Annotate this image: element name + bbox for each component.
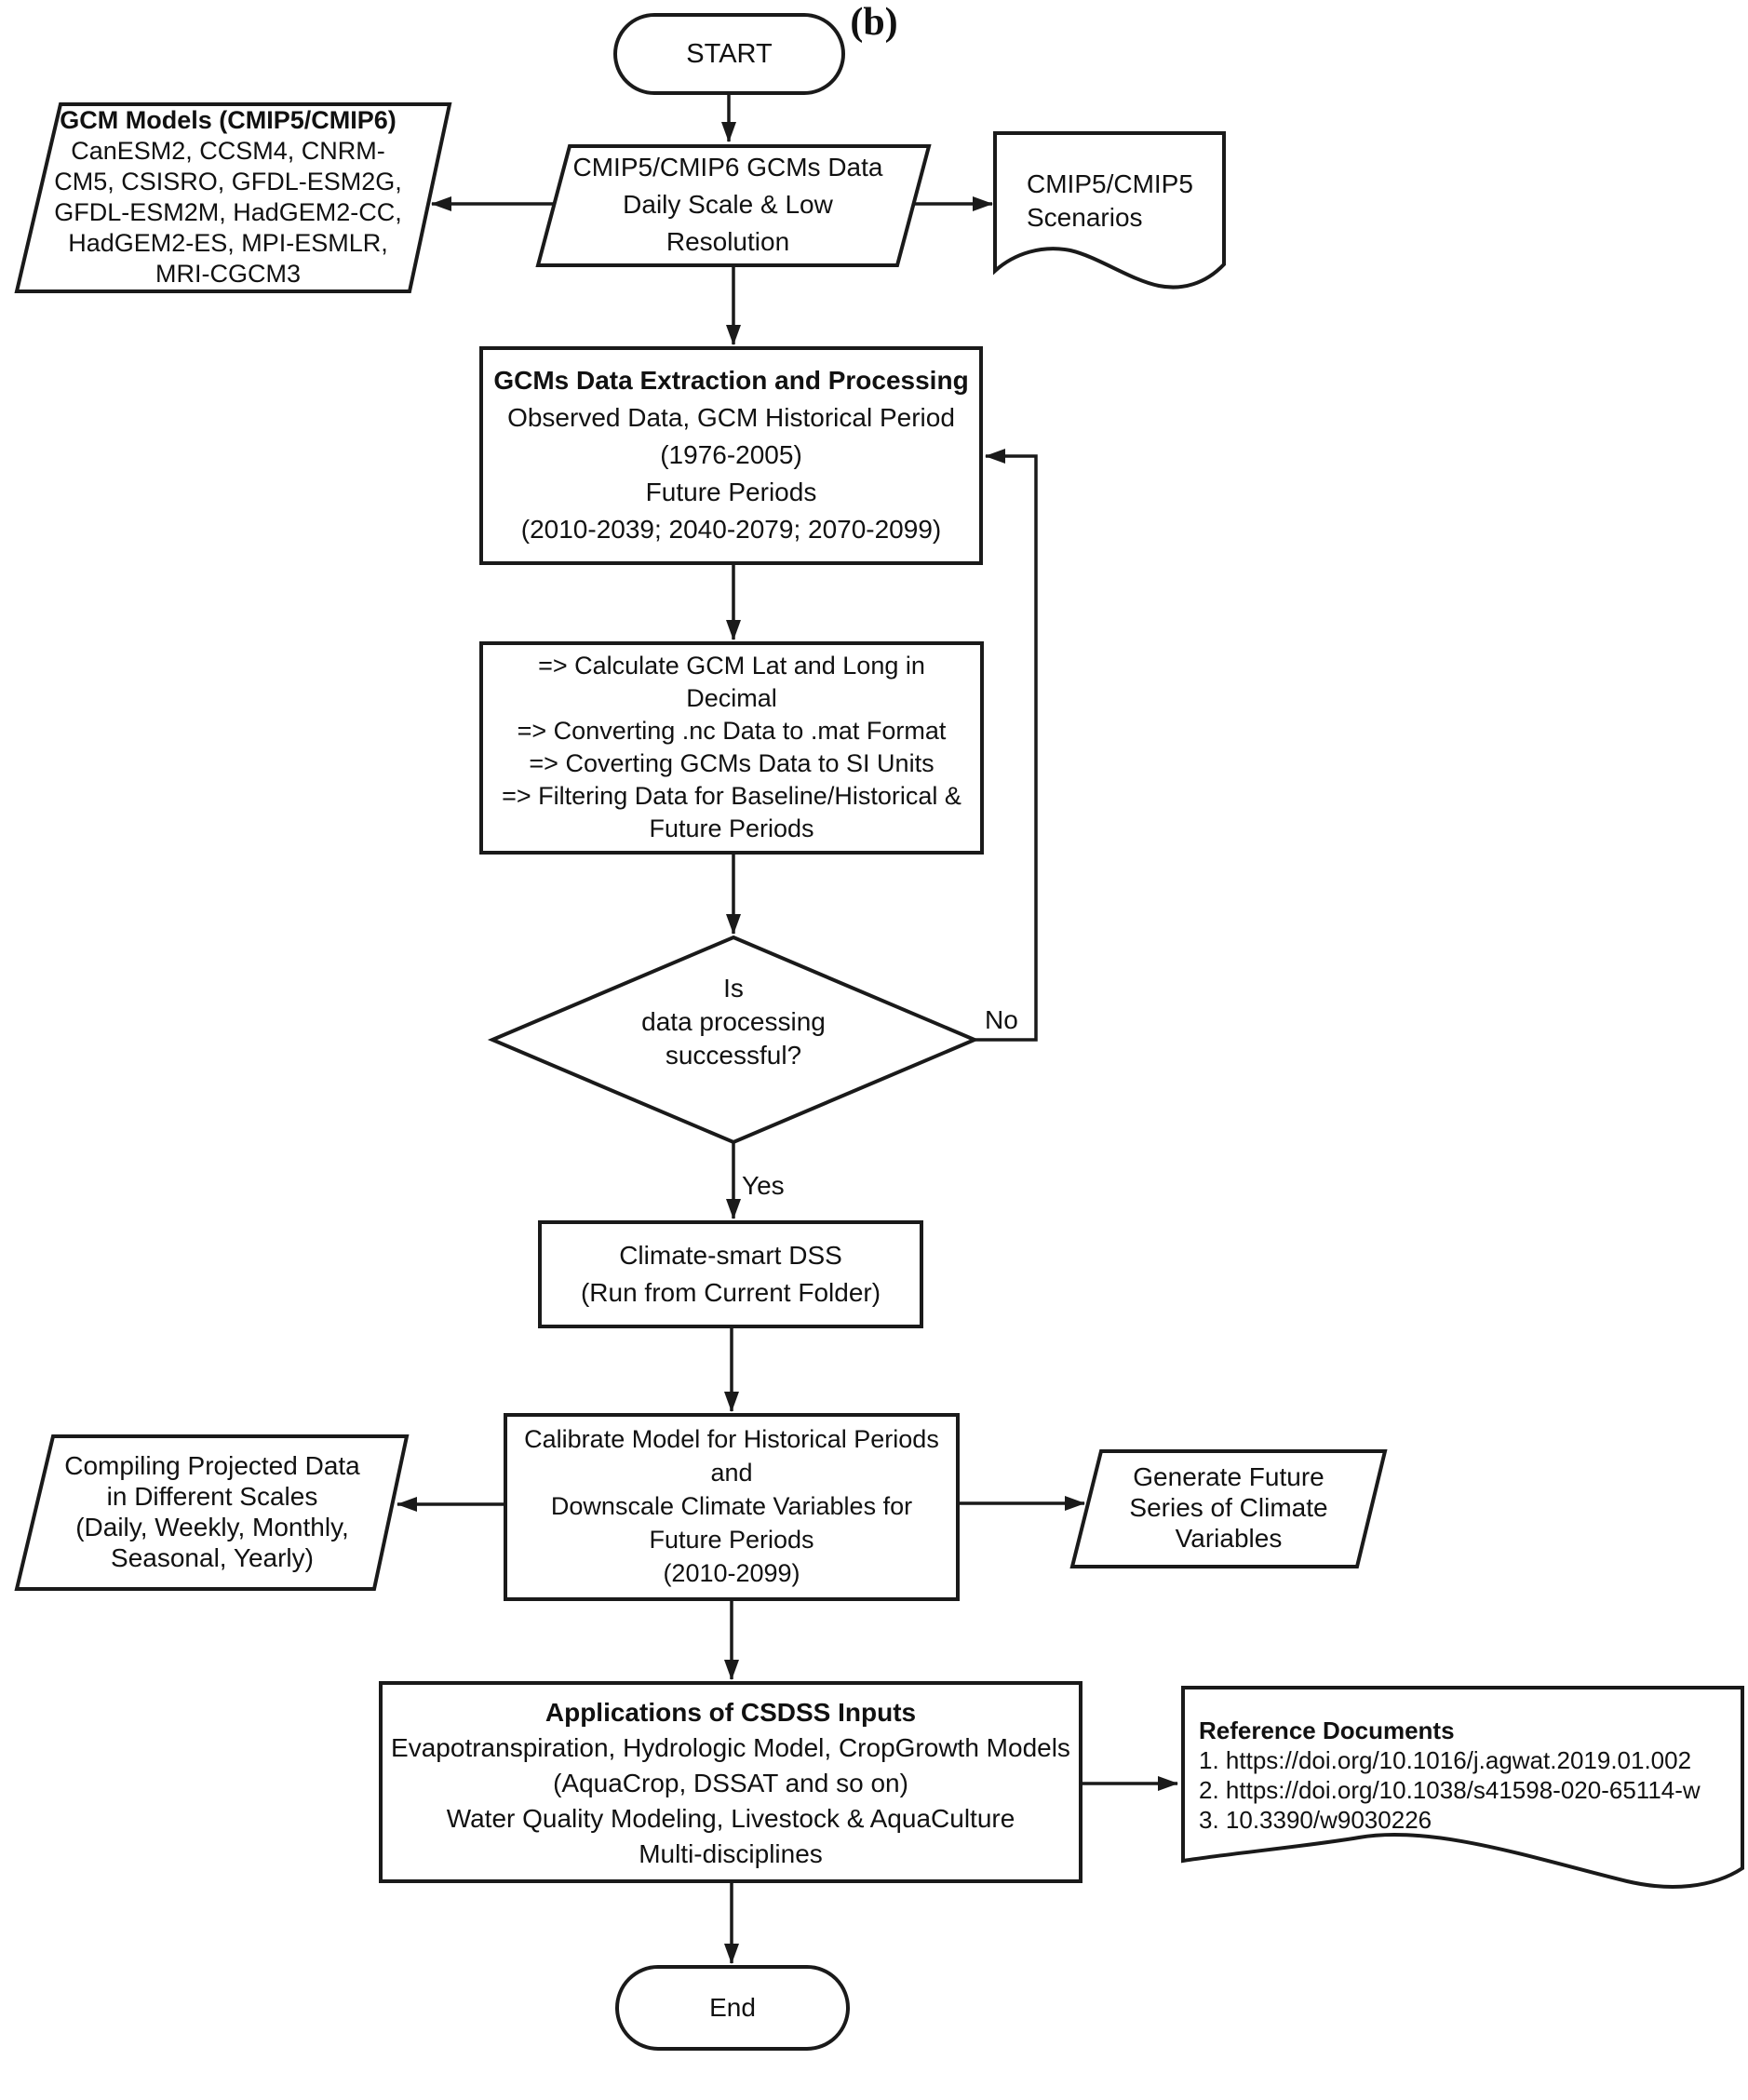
extraction-line: (1976-2005)	[660, 440, 802, 469]
applications-line: Multi-disciplines	[639, 1839, 823, 1868]
decision-line: data processing	[641, 1007, 826, 1036]
gcms-data-line: CMIP5/CMIP6 GCMs Data	[572, 153, 883, 182]
calibrate-line: (2010-2099)	[663, 1559, 800, 1587]
calibrate-process-box	[504, 1413, 960, 1601]
references-document-shape	[1181, 1686, 1744, 1889]
processing-steps-box	[479, 641, 984, 855]
scenarios-line: CMIP5/CMIP5	[1027, 169, 1193, 198]
scenarios-line: Scenarios	[1027, 203, 1143, 232]
extraction-line: Future Periods	[645, 478, 817, 506]
generate-line: Generate Future	[1133, 1462, 1324, 1491]
gcm-models-title: GCM Models (CMIP5/CMIP6)	[60, 106, 397, 134]
calibrate-line: Future Periods	[649, 1526, 814, 1554]
compiling-line: in Different Scales	[106, 1482, 318, 1511]
calibrate-line: Downscale Climate Variables for	[550, 1492, 913, 1520]
gcms-data-parallelogram	[535, 144, 932, 267]
decision-diamond	[487, 935, 980, 1145]
processing-line: Future Periods	[649, 814, 814, 842]
calibrate-line: and	[710, 1459, 753, 1487]
generate-parallelogram	[1069, 1449, 1388, 1568]
extraction-line: Observed Data, GCM Historical Period	[507, 403, 955, 432]
processing-steps-text: => Calculate GCM Lat and Long in Decimal…	[481, 650, 982, 845]
extraction-text: GCMs Data Extraction and Processing Obse…	[481, 362, 981, 548]
end-node-label: End	[617, 1967, 848, 2049]
decision-yes-label: Yes	[742, 1171, 785, 1200]
arrow-decision-no-feedback	[975, 449, 1038, 1042]
start-label: START	[686, 38, 773, 69]
processing-line: => Coverting GCMs Data to SI Units	[529, 749, 935, 777]
generate-line: Variables	[1175, 1524, 1283, 1553]
applications-line: Evapotranspiration, Hydrologic Model, Cr…	[391, 1733, 1070, 1762]
applications-title: Applications of CSDSS Inputs	[545, 1698, 917, 1727]
references-line: 1. https://doi.org/10.1016/j.agwat.2019.…	[1199, 1746, 1692, 1774]
references-title: Reference Documents	[1199, 1716, 1455, 1744]
compiling-text: Compiling Projected Data in Different Sc…	[26, 1450, 398, 1573]
start-terminator	[613, 13, 845, 95]
processing-line: => Calculate GCM Lat and Long in	[538, 652, 925, 680]
extraction-title: GCMs Data Extraction and Processing	[493, 366, 969, 395]
processing-line: Decimal	[686, 684, 777, 712]
scenarios-text: CMIP5/CMIP5 Scenarios	[1027, 168, 1213, 235]
gcm-models-parallelogram	[14, 102, 452, 293]
extraction-line: (2010-2039; 2040-2079; 2070-2099)	[520, 515, 942, 544]
decision-text: Is data processing successful?	[594, 972, 873, 1072]
generate-text: Generate Future Series of Climate Variab…	[1084, 1461, 1373, 1554]
end-terminator	[615, 1965, 850, 2051]
gcms-data-text: CMIP5/CMIP6 GCMs Data Daily Scale & Low …	[538, 149, 918, 261]
applications-line: Water Quality Modeling, Livestock & Aqua…	[446, 1804, 1015, 1833]
decision-line: successful?	[665, 1041, 802, 1070]
compiling-parallelogram	[14, 1434, 410, 1591]
processing-line: => Filtering Data for Baseline/Historica…	[502, 782, 961, 810]
gcm-models-line: MRI-CGCM3	[155, 260, 301, 288]
decision-no-label: No	[985, 1005, 1018, 1034]
processing-line: => Converting .nc Data to .mat Format	[517, 717, 947, 745]
dss-process-box	[538, 1220, 923, 1328]
dss-line: Climate-smart DSS	[619, 1241, 842, 1270]
gcm-models-line: CanESM2, CCSM4, CNRM-	[71, 137, 385, 165]
gcm-models-line: CM5, CSISRO, GFDL-ESM2G,	[54, 168, 402, 195]
extraction-process-box	[479, 346, 983, 565]
dss-line: (Run from Current Folder)	[580, 1278, 881, 1307]
gcm-models-line: GFDL-ESM2M, HadGEM2-CC,	[54, 198, 402, 226]
gcm-models-text: GCM Models (CMIP5/CMIP6) CanESM2, CCSM4,…	[19, 105, 437, 289]
gcms-data-line: Daily Scale & Low	[623, 190, 833, 219]
decision-line: Is	[723, 974, 744, 1003]
gcms-data-line: Resolution	[666, 227, 790, 256]
calibrate-text: Calibrate Model for Historical Periods a…	[505, 1422, 958, 1590]
applications-text: Applications of CSDSS Inputs Evapotransp…	[381, 1695, 1081, 1872]
start-node-label: START	[615, 15, 843, 93]
applications-process-box	[379, 1681, 1082, 1883]
compiling-line: (Daily, Weekly, Monthly,	[75, 1513, 349, 1541]
figure-caption: (b)	[850, 1, 898, 44]
references-line: 2. https://doi.org/10.1038/s41598-020-65…	[1199, 1776, 1701, 1804]
references-line: 3. 10.3390/w9030226	[1199, 1806, 1432, 1834]
gcm-models-line: HadGEM2-ES, MPI-ESMLR,	[68, 229, 388, 257]
generate-line: Series of Climate	[1129, 1493, 1328, 1522]
applications-line: (AquaCrop, DSSAT and so on)	[553, 1769, 908, 1797]
scenarios-document-shape	[993, 131, 1226, 289]
compiling-line: Seasonal, Yearly)	[111, 1543, 314, 1572]
calibrate-line: Calibrate Model for Historical Periods	[524, 1425, 939, 1453]
dss-text: Climate-smart DSS (Run from Current Fold…	[540, 1237, 921, 1312]
end-label: End	[709, 1993, 756, 2022]
references-text: Reference Documents 1. https://doi.org/1…	[1199, 1716, 1739, 1835]
compiling-line: Compiling Projected Data	[64, 1451, 360, 1480]
